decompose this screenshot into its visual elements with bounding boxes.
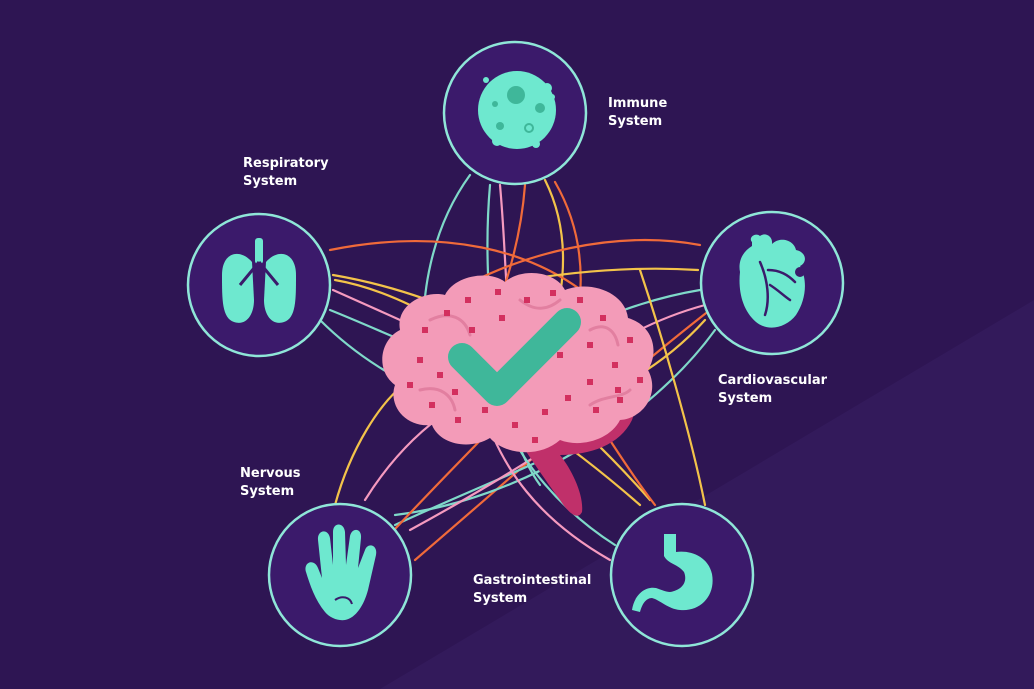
- system-nodes: [186, 40, 845, 648]
- node-ring: [186, 212, 332, 358]
- brain-node-dot: [452, 389, 458, 395]
- brain-node-dot: [465, 297, 471, 303]
- lungs-icon: [222, 238, 296, 323]
- node-ring: [609, 502, 755, 648]
- brain-node-dot: [407, 382, 413, 388]
- label-respiratory: Respiratory System: [243, 155, 329, 191]
- brain-node-dot: [429, 402, 435, 408]
- label-line: System: [243, 174, 298, 189]
- label-nervous: Nervous System: [240, 465, 301, 501]
- label-line: Cardiovascular: [718, 373, 828, 388]
- label-line: Respiratory: [243, 156, 329, 171]
- brain-node-dot: [557, 352, 563, 358]
- checkmark-icon: [448, 308, 581, 406]
- brain-node-dot: [612, 362, 618, 368]
- brain-node-dot: [600, 315, 606, 321]
- virus-cell-icon: [478, 71, 556, 149]
- label-line: Nervous: [240, 466, 301, 481]
- brain-node-dot: [524, 297, 530, 303]
- brain-node-dot: [495, 289, 501, 295]
- brain-node-dot: [577, 297, 583, 303]
- brain-node-dot: [532, 437, 538, 443]
- node-nervous: [267, 502, 413, 648]
- label-line: Gastrointestinal: [473, 573, 592, 588]
- label-line: Immune: [608, 96, 668, 111]
- label-gastrointestinal: Gastrointestinal System: [473, 572, 591, 608]
- label-immune: Immune System: [608, 95, 667, 131]
- brain-node-dot: [637, 377, 643, 383]
- brain-node-dot: [593, 407, 599, 413]
- node-cardiovascular: [699, 210, 845, 356]
- brain-folds: [418, 298, 632, 412]
- brain-node-dot: [455, 417, 461, 423]
- brain-node-dot: [422, 327, 428, 333]
- brain-node-dot: [417, 357, 423, 363]
- brain-node-dot: [482, 407, 488, 413]
- label-cardiovascular: Cardiovascular System: [718, 372, 827, 408]
- brain-node-dot: [565, 395, 571, 401]
- brain-node-dot: [550, 290, 556, 296]
- brain-with-checkmark-icon: [382, 272, 654, 516]
- brain-node-dot: [587, 379, 593, 385]
- brain-node-dot: [512, 422, 518, 428]
- label-line: System: [473, 591, 528, 606]
- brain-node-dot: [542, 409, 548, 415]
- brain-node-dot: [587, 342, 593, 348]
- node-immune: [442, 40, 588, 186]
- hand-icon: [305, 524, 377, 621]
- node-respiratory: [186, 212, 332, 358]
- brain-node-dot: [615, 387, 621, 393]
- stomach-icon: [632, 534, 713, 612]
- brain-node-dot: [437, 372, 443, 378]
- brain-node-dot: [444, 310, 450, 316]
- label-line: System: [608, 114, 663, 129]
- label-line: System: [240, 484, 295, 499]
- brain-node-dot: [499, 315, 505, 321]
- heart-icon: [739, 234, 805, 328]
- node-gastrointestinal: [609, 502, 755, 648]
- label-line: System: [718, 391, 773, 406]
- brain-node-dot: [617, 397, 623, 403]
- brain-node-dots: [407, 289, 643, 443]
- background-band: [380, 300, 1034, 689]
- brain-node-dot: [469, 327, 475, 333]
- connection-line: [638, 268, 707, 507]
- brain-node-dot: [627, 337, 633, 343]
